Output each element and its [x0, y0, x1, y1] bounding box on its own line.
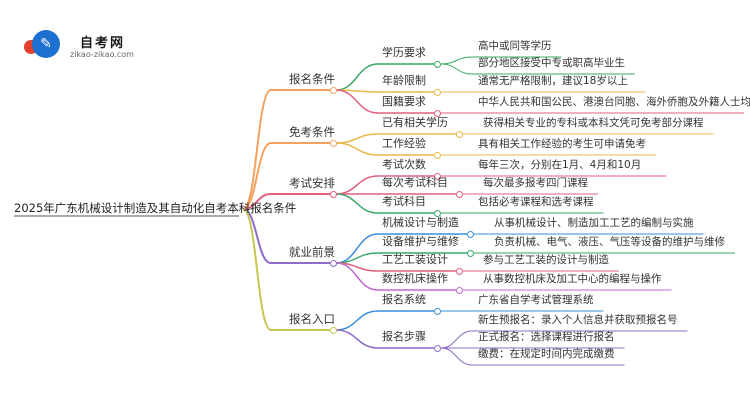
sub-branch-toggle[interactable]: [466, 230, 474, 238]
branch-label: 报名条件: [289, 72, 335, 86]
branch-toggle[interactable]: [329, 326, 337, 334]
sub-branch-label: 国籍要求: [382, 95, 426, 108]
branch-toggle[interactable]: [329, 259, 337, 267]
sub-branch-toggle[interactable]: [433, 109, 441, 117]
leaf-label: 高中或同等学历: [478, 40, 552, 52]
branch-toggle[interactable]: [329, 139, 337, 147]
sub-branch-toggle[interactable]: [455, 286, 463, 294]
leaf-label: 缴费：在规定时间内完成缴费: [478, 348, 615, 360]
leaf-label: 从事机械设计、制造加工工艺的编制与实施: [494, 217, 694, 229]
leaf-label: 新生预报名：录入个人信息并获取预报名号: [478, 314, 678, 326]
sub-branch-toggle[interactable]: [455, 130, 463, 138]
connector-line: [242, 193, 272, 210]
sub-branch-label: 工艺工装设计: [382, 253, 448, 266]
sub-branch-label: 年龄限制: [382, 74, 426, 87]
sub-branch-toggle[interactable]: [433, 307, 441, 315]
sub-branch-label: 工作经验: [382, 137, 426, 150]
branch-label: 就业前景: [289, 245, 335, 259]
leaf-label: 每年三次，分别在1月、4月和10月: [478, 159, 642, 171]
sub-branch-label: 报名系统: [382, 293, 426, 306]
connector-line: [440, 56, 473, 65]
brand-logo[interactable]: ✎ 自考网 zikao-zikao.com: [10, 10, 150, 59]
connector-line: [335, 310, 379, 331]
sub-branch-label: 考试科目: [382, 195, 426, 208]
sub-branch-toggle[interactable]: [455, 267, 463, 275]
leaf-label: 参与工艺工装的设计与制造: [483, 254, 609, 266]
leaf-label: 每次最多报考四门课程: [483, 177, 588, 189]
branch-label: 考试安排: [289, 176, 335, 190]
sub-branch-label: 设备维护与维修: [382, 235, 459, 248]
brand-title: 自考网: [80, 36, 126, 51]
leaf-label: 从事数控机床及加工中心的编程与操作: [483, 273, 662, 285]
sub-branch-label: 已有相关学历: [382, 116, 448, 129]
connector-line: [335, 329, 379, 349]
connector-line: [335, 142, 379, 156]
sub-branch-toggle[interactable]: [466, 249, 474, 257]
sub-branch-toggle[interactable]: [433, 151, 441, 159]
connector-line: [335, 89, 379, 114]
leaf-label: 广东省自学考试管理系统: [478, 294, 594, 306]
graduation-cap-icon: ✎: [32, 30, 60, 58]
leaf-label: 具有相关工作经验的考生可申请免考: [478, 138, 646, 150]
connector-line: [335, 193, 379, 214]
connector-line: [440, 347, 473, 366]
connector-line: [242, 89, 272, 210]
connector-line: [242, 208, 272, 264]
leaf-label: 正式报名：选择课程进行报名: [478, 331, 615, 343]
branch-label: 报名入口: [289, 312, 335, 326]
connector-line: [335, 262, 379, 291]
leaf-label: 中华人民共和国公民、港澳台同胞、海外侨胞及外籍人士均可参加: [478, 96, 750, 108]
sub-branch-label: 考试次数: [382, 158, 426, 171]
leaf-label: 获得相关专业的专科或本科文凭可免考部分课程: [483, 117, 704, 129]
brand-url: zikao-zikao.com: [70, 50, 134, 59]
leaf-label: 负责机械、电气、液压、气压等设备的维护与维修: [494, 236, 725, 248]
connector-line: [335, 63, 379, 91]
connector-line: [440, 63, 473, 75]
sub-branch-toggle[interactable]: [433, 88, 441, 96]
leaf-label: 包括必考课程和选考课程: [478, 196, 594, 208]
connector-line: [242, 142, 272, 210]
connector-line: [335, 133, 379, 144]
leaf-label: 通常无严格限制，建议18岁以上: [478, 75, 628, 87]
sub-branch-toggle[interactable]: [433, 172, 441, 180]
branch-toggle[interactable]: [329, 190, 337, 198]
sub-branch-toggle[interactable]: [433, 344, 441, 352]
connector-line: [440, 330, 473, 349]
branch-label: 免考条件: [289, 125, 335, 139]
sub-branch-label: 报名步骤: [382, 330, 426, 343]
sub-branch-toggle[interactable]: [433, 209, 441, 217]
branch-toggle[interactable]: [329, 86, 337, 94]
sub-branch-toggle[interactable]: [433, 60, 441, 68]
connector-line: [242, 208, 272, 331]
sub-branch-label: 数控机床操作: [382, 272, 448, 285]
connector-line: [335, 175, 379, 195]
leaf-label: 部分地区接受中专或职高毕业生: [478, 57, 625, 69]
mindmap-root: 2025年广东机械设计制造及其自动化自考本科报名条件: [14, 201, 297, 215]
sub-branch-toggle[interactable]: [455, 190, 463, 198]
sub-branch-label: 每次考试科目: [382, 176, 448, 189]
sub-branch-label: 机械设计与制造: [382, 216, 459, 229]
sub-branch-label: 学历要求: [382, 46, 426, 59]
